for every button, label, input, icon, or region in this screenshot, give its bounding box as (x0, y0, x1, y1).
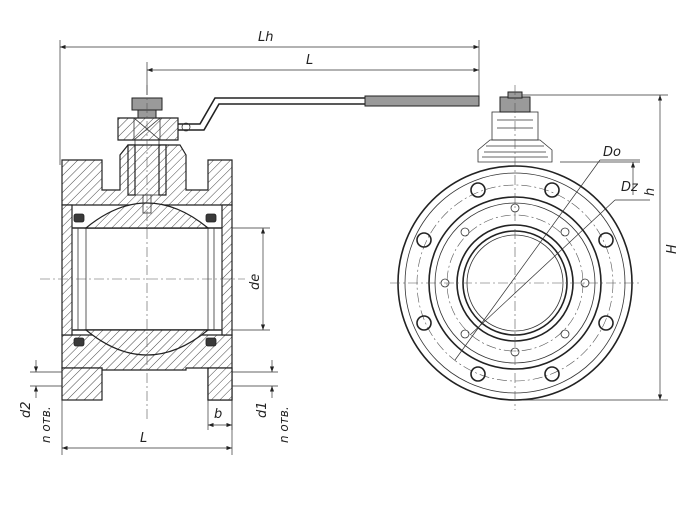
side-section-view (40, 85, 480, 420)
h-small-label: h (643, 188, 658, 196)
do-label: Do (603, 145, 621, 160)
l-top-label: L (306, 53, 313, 68)
n-otv-right-label: n отв. (277, 406, 291, 443)
h-big-label: H (665, 244, 680, 254)
d2-label: d2 (19, 401, 34, 418)
dz-label: Dz (621, 180, 639, 195)
outer-bolt-holes (416, 182, 614, 382)
l-bottom-label: L (140, 431, 147, 446)
end-view (390, 85, 650, 410)
lh-label: Lh (258, 30, 273, 45)
d1-label: d1 (255, 401, 270, 418)
dimensions (30, 40, 668, 455)
n-otv-left-label: n отв. (39, 406, 53, 443)
de-label: de (248, 274, 263, 290)
b-label: b (214, 407, 222, 422)
